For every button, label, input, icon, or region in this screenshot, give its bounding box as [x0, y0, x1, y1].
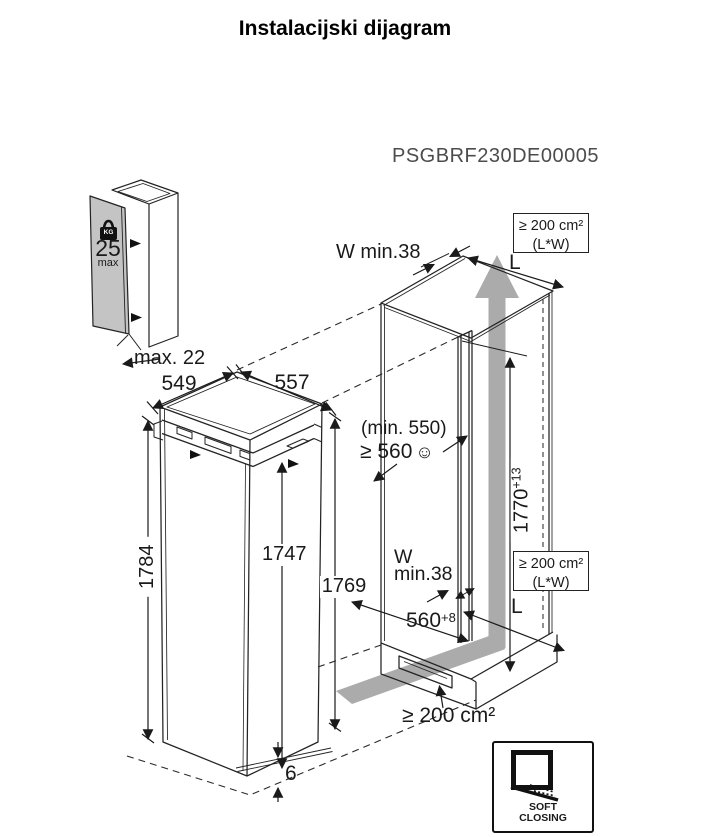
dim-niche-height-1770: 1770+13: [509, 458, 534, 543]
soft-closing-motion-icon: [510, 784, 559, 802]
appliance-hinge-arrows: [190, 450, 299, 468]
door-weight-value: 25: [95, 235, 121, 261]
niche-width-required-row: ≥ 560 ☺: [360, 440, 434, 464]
soft-closing-label-line1: SOFT: [529, 801, 557, 813]
weight-kg-icon: [100, 219, 117, 240]
soft-closing-door-icon: [511, 750, 553, 790]
vent-note-top: ≥ 200 cm² (L*W): [513, 213, 589, 253]
vent-note-mid: ≥ 200 cm² (L*W): [513, 551, 589, 591]
door-weight-qualifier: max: [97, 257, 119, 269]
niche-width-note: (min. 550): [361, 418, 447, 439]
dim-bottom-clearance-6: 6: [285, 762, 297, 785]
depth-label-top: L: [509, 251, 521, 274]
dim-height-1747: 1747: [261, 543, 307, 566]
smiley-icon: ☺: [415, 442, 434, 462]
vent-top-area: ≥ 200 cm²: [518, 218, 584, 234]
soft-closing-label-line2: CLOSING: [519, 812, 567, 824]
appliance-drawing: [153, 371, 333, 777]
niche-height-tolerance: +13: [509, 467, 524, 489]
niche-depth-value: 560: [406, 609, 442, 632]
soft-closing-badge: SOFT CLOSING: [492, 741, 594, 833]
dim-height-1769: 1769: [320, 575, 368, 598]
page-title: Instalacijski dijagram: [238, 17, 452, 40]
vent-mid-area: ≥ 200 cm²: [518, 556, 584, 572]
niche-height-value: 1770: [510, 488, 533, 534]
dim-width-549: 549: [161, 372, 197, 395]
niche-rear-gap-label: W min.38: [394, 546, 453, 585]
dim-height-1784: 1784: [136, 536, 159, 597]
dim-niche-depth-560: 560+8: [406, 609, 456, 633]
niche-depth-tolerance: +8: [441, 610, 456, 625]
door-depth-limit: max. 22: [134, 347, 206, 369]
niche-top-gap-label: W min.38: [336, 241, 421, 263]
airflow-arrow-shapes: [336, 255, 519, 704]
door-panel-diagram: [89, 179, 179, 369]
vent-bottom-area: ≥ 200 cm²: [402, 704, 496, 727]
model-number: PSGBRF230DE00005: [392, 145, 600, 167]
weight-unit-label: KG: [103, 229, 114, 236]
niche-width-required: ≥ 560: [360, 440, 413, 463]
vent-top-formula: (L*W): [532, 236, 570, 253]
vent-mid-formula: (L*W): [532, 574, 570, 591]
projection-dashed-lines: [126, 303, 477, 796]
niche-dimension-lines: [350, 245, 566, 709]
rear-gap-line2: min.38: [394, 563, 453, 585]
dim-depth-557: 557: [274, 371, 310, 394]
appliance-dimension-lines: [141, 364, 342, 802]
rear-gap-line1: W: [394, 546, 413, 568]
door-hinge-arrows: [130, 239, 142, 322]
depth-label-bottom: L: [511, 595, 523, 618]
